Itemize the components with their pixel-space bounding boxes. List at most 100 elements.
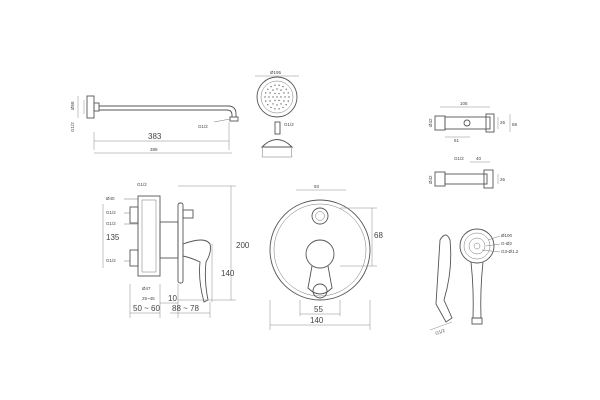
nozzle-dot bbox=[274, 92, 276, 95]
head-face-inner bbox=[260, 80, 294, 114]
nozzle-dot bbox=[274, 99, 276, 102]
shower-head-drawing: Ø195 G1/2 bbox=[255, 70, 299, 158]
hand-dim-d: G1/2 bbox=[435, 328, 446, 336]
arm-dim-left-a: Ø58 bbox=[70, 101, 75, 110]
hand-dim-c: G3-Ø1.2 bbox=[501, 249, 519, 254]
arm-pipe-top bbox=[99, 105, 237, 117]
nozzle-dot bbox=[272, 89, 274, 91]
front-lever-hub bbox=[305, 239, 335, 269]
hand-dim-a: Ø100 bbox=[501, 233, 513, 238]
arm-thread-label: G1/2 bbox=[198, 124, 208, 129]
front-plate-outer bbox=[269, 199, 371, 301]
nozzle-dot bbox=[265, 100, 267, 102]
bracket-dim-h1: 26 bbox=[500, 120, 506, 125]
mixer-dim-10: 10 bbox=[168, 294, 177, 303]
nozzle-dot bbox=[280, 89, 282, 91]
front-diverter-inner bbox=[315, 211, 325, 221]
hand-face-inner bbox=[468, 237, 486, 255]
nozzle-dot bbox=[287, 92, 289, 94]
head-dim-top: Ø195 bbox=[270, 70, 282, 75]
front-dim-140: 140 bbox=[310, 316, 324, 325]
mixer-small-d: G1/2 bbox=[106, 221, 116, 226]
mixer-small-e: G1/2 bbox=[106, 258, 116, 263]
nozzle-dot bbox=[265, 92, 267, 94]
mixer-small-a: G1/2 bbox=[137, 182, 147, 187]
mixer-small-f: Ø47 bbox=[142, 286, 151, 291]
head-face-outer bbox=[256, 76, 298, 118]
front-plate-inner bbox=[273, 203, 367, 297]
hand-handle bbox=[470, 261, 484, 319]
nozzle-dot bbox=[278, 84, 280, 86]
nozzle-dot bbox=[278, 99, 280, 102]
bracket-wall-plate bbox=[434, 115, 446, 131]
hand-shower-profile bbox=[435, 234, 453, 323]
mixer-body-inner bbox=[141, 199, 157, 273]
bracket-holder bbox=[485, 113, 495, 133]
arm-dim-389: 389 bbox=[150, 147, 158, 152]
holder-dim-h1: 26 bbox=[500, 177, 506, 182]
nozzle-dot bbox=[270, 106, 272, 109]
front-dim-top: 93 bbox=[314, 184, 320, 189]
mixer-body-box bbox=[137, 195, 161, 277]
nozzle-dot bbox=[276, 104, 278, 106]
hand-face-ring bbox=[463, 232, 491, 260]
arm-wall-flange bbox=[86, 95, 95, 119]
holder-outlet bbox=[483, 169, 494, 189]
mixer-lever bbox=[182, 239, 211, 303]
mixer-wall-plate bbox=[177, 202, 184, 284]
shower-arm-drawing: Ø58 G1/2 G1/2 383 389 bbox=[70, 95, 239, 154]
nozzle-dot bbox=[276, 96, 278, 98]
nozzle-dot bbox=[272, 96, 274, 98]
nozzle-dot bbox=[280, 96, 282, 98]
nozzle-dot bbox=[282, 106, 284, 109]
mixer-front-drawing: 93 68 55 140 bbox=[269, 184, 383, 330]
hand-face-center bbox=[473, 242, 481, 250]
nozzle-dot bbox=[269, 100, 271, 102]
arm-pipe-bottom bbox=[99, 109, 233, 117]
mixer-dim-200: 200 bbox=[236, 241, 250, 250]
mixer-cartridge bbox=[159, 221, 179, 259]
bracket-dim-top: 105 bbox=[460, 101, 468, 106]
nozzle-dot bbox=[267, 104, 269, 106]
nozzle-dot bbox=[283, 92, 285, 94]
wall-bracket-drawing: 105 Ø42 26 68 61 bbox=[428, 101, 518, 143]
hand-dim-b: G-Ø2 bbox=[501, 241, 512, 246]
nozzle-dot bbox=[270, 85, 272, 88]
head-nozzles bbox=[264, 84, 290, 110]
head-profile bbox=[260, 139, 294, 148]
nozzle-dot bbox=[276, 88, 278, 90]
hose-holder-drawing: 40 G1/2 Ø42 26 bbox=[428, 156, 506, 189]
nozzle-dot bbox=[285, 88, 287, 90]
arm-outlet bbox=[229, 116, 239, 122]
mixer-small-b: Ø40 bbox=[106, 196, 115, 201]
mixer-dim-50-60: 50 ~ 60 bbox=[133, 304, 160, 313]
nozzle-dot bbox=[288, 96, 290, 98]
holder-dim-side: G1/2 bbox=[454, 156, 464, 161]
holder-wall-plate bbox=[434, 171, 446, 187]
bracket-hole bbox=[463, 119, 471, 127]
front-lever-stem bbox=[307, 265, 333, 295]
nozzle-dot bbox=[280, 103, 282, 105]
bracket-dim-h2: 68 bbox=[512, 122, 518, 127]
nozzle-dot bbox=[287, 100, 289, 102]
holder-body bbox=[444, 173, 488, 185]
holder-dim-top: 40 bbox=[476, 156, 482, 161]
mixer-inlet-bottom bbox=[129, 249, 139, 267]
front-dim-55: 55 bbox=[314, 305, 323, 314]
nozzle-dot bbox=[268, 96, 270, 98]
bracket-dim-side: Ø42 bbox=[428, 118, 433, 127]
arm-dim-383: 383 bbox=[148, 132, 162, 141]
mixer-inlet-top bbox=[129, 206, 139, 224]
bracket-body bbox=[444, 116, 491, 130]
nozzle-dot bbox=[285, 104, 287, 106]
arm-dim-left-b: G1/2 bbox=[70, 122, 75, 132]
holder-dim-left: Ø42 bbox=[428, 175, 433, 184]
mixer-diverter bbox=[182, 209, 194, 219]
nozzle-dot bbox=[274, 84, 276, 86]
nozzle-dot bbox=[278, 108, 280, 110]
hand-face-outer bbox=[459, 228, 495, 264]
mixer-dim-140: 140 bbox=[221, 269, 235, 278]
mixer-small-g: 25~45 bbox=[142, 296, 155, 301]
nozzle-dot bbox=[283, 100, 285, 102]
